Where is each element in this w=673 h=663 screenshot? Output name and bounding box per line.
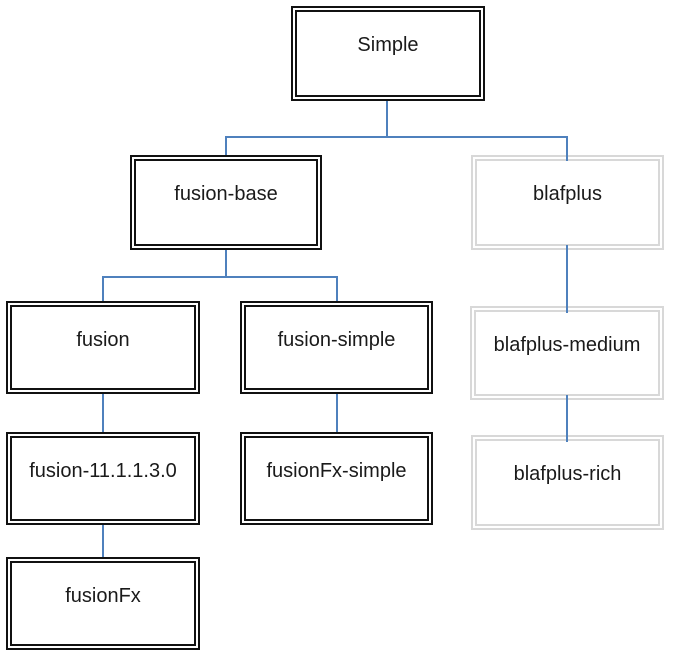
- node-fusionFx: fusionFx: [6, 557, 200, 650]
- node-simple-inner-border: Simple: [295, 10, 481, 97]
- node-fusion-inner-border: fusion: [10, 305, 196, 390]
- node-blafplus-medium-inner-border: blafplus-medium: [474, 310, 660, 396]
- node-fusionFx-simple-inner-border: fusionFx-simple: [244, 436, 429, 521]
- node-label: fusionFx: [65, 585, 141, 607]
- node-label: fusionFx-simple: [266, 460, 407, 482]
- node-fusion: fusion: [6, 301, 200, 394]
- node-fusionFx-simple: fusionFx-simple: [240, 432, 433, 525]
- connector-medium-to-rich: [566, 395, 568, 442]
- node-label: fusion-simple: [277, 329, 396, 351]
- connector-to-fusion-base: [225, 136, 227, 156]
- node-fusion-11-1-1-3-0-inner-border: fusion-11.1.1.3.0: [10, 436, 196, 521]
- node-label: fusion-11.1.1.3.0: [29, 460, 177, 482]
- node-fusion-base-inner-border: fusion-base: [134, 159, 318, 246]
- connector-blafplus-to-medium: [566, 245, 568, 313]
- connector-fusion-base-down: [225, 249, 227, 277]
- node-blafplus-rich-inner-border: blafplus-rich: [475, 439, 660, 526]
- node-label: blafplus-rich: [513, 463, 622, 485]
- node-fusion-base: fusion-base: [130, 155, 322, 250]
- node-blafplus: blafplus: [471, 155, 664, 250]
- connector-fusion-base-horizontal: [102, 276, 338, 278]
- node-label: blafplus-medium: [493, 334, 641, 356]
- node-label: fusion: [76, 329, 130, 351]
- connector-simple-down: [386, 101, 388, 138]
- node-simple: Simple: [291, 6, 485, 101]
- node-label: Simple: [357, 34, 419, 56]
- connector-to-fusion-simple: [336, 276, 338, 302]
- connector-to-fusion: [102, 276, 104, 302]
- node-label: fusion-base: [174, 183, 278, 205]
- connector-version-to-fusionFx: [102, 524, 104, 558]
- node-blafplus-inner-border: blafplus: [475, 159, 660, 246]
- node-fusionFx-inner-border: fusionFx: [10, 561, 196, 646]
- node-fusion-simple: fusion-simple: [240, 301, 433, 394]
- node-label: blafplus: [533, 183, 602, 205]
- node-blafplus-medium: blafplus-medium: [470, 306, 664, 400]
- connector-fusion-to-version: [102, 393, 104, 433]
- node-fusion-11-1-1-3-0: fusion-11.1.1.3.0: [6, 432, 200, 525]
- connector-simple-horizontal: [225, 136, 568, 138]
- node-blafplus-rich: blafplus-rich: [471, 435, 664, 530]
- node-fusion-simple-inner-border: fusion-simple: [244, 305, 429, 390]
- connector-to-blafplus: [566, 136, 568, 161]
- connector-fusion-simple-to-fusionFx-simple: [336, 393, 338, 433]
